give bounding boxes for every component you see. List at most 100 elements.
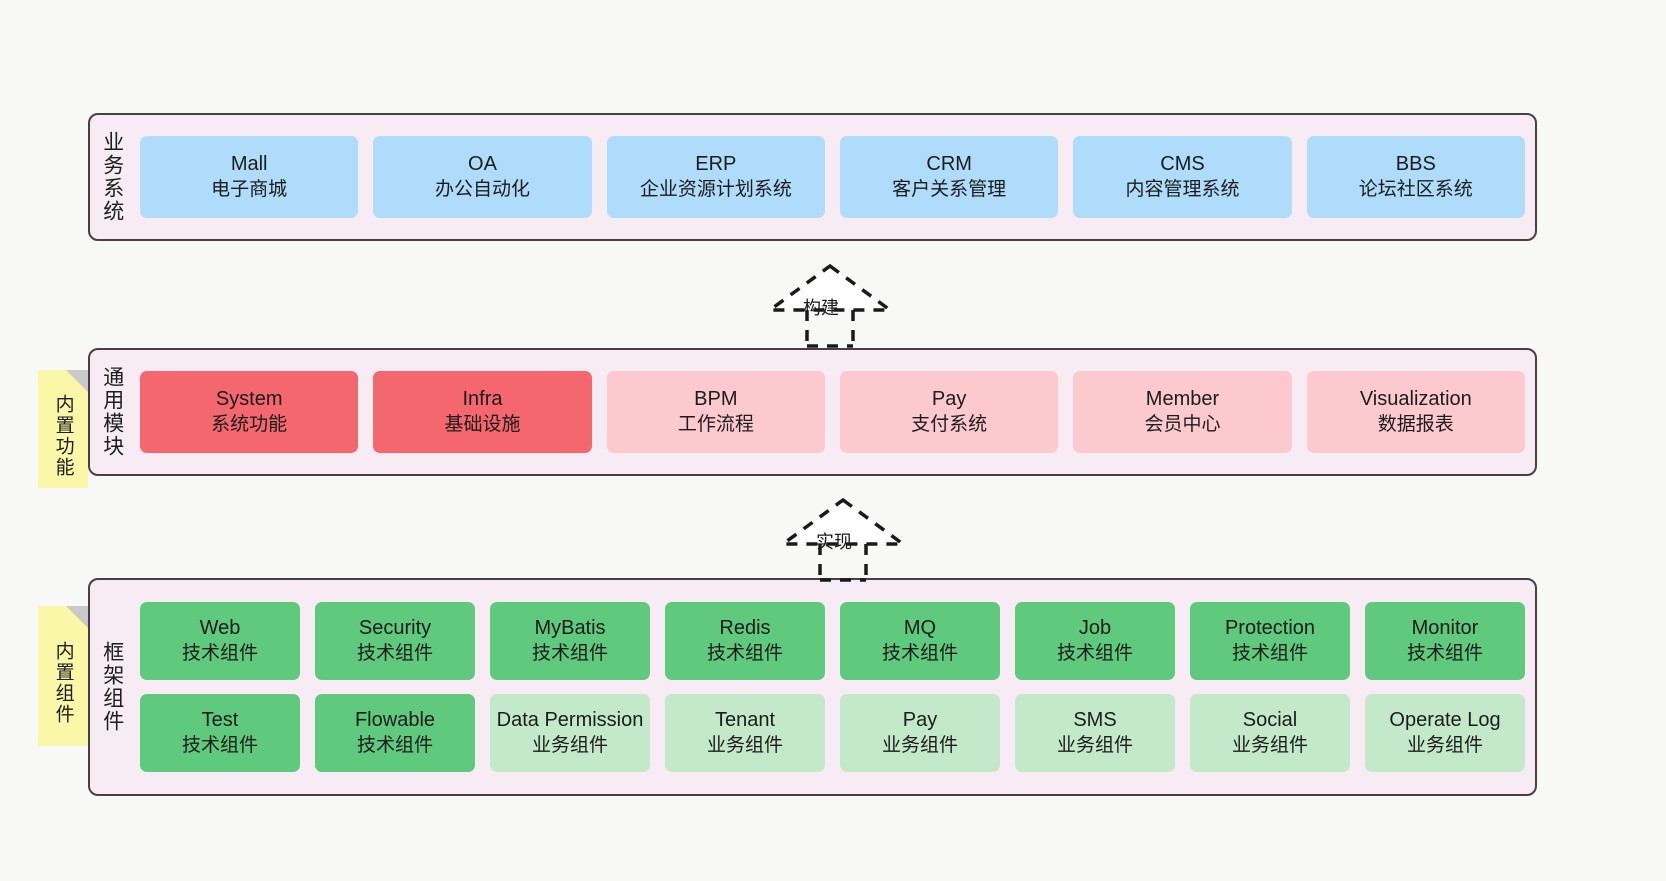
card-pay-module-title: Pay <box>931 388 967 411</box>
card-web-subtitle: 技术组件 <box>181 642 258 664</box>
card-bpm[interactable]: BPM 工作流程 <box>606 371 825 453</box>
connector-build-arrow <box>764 263 896 348</box>
card-bpm-subtitle: 工作流程 <box>677 413 754 435</box>
card-erp[interactable]: ERP 企业资源计划系统 <box>606 136 825 218</box>
card-mybatis-subtitle: 技术组件 <box>531 642 608 664</box>
card-tenant-title: Tenant <box>714 709 776 732</box>
card-bbs[interactable]: BBS 论坛社区系统 <box>1306 136 1525 218</box>
card-monitor-title: Monitor <box>1411 617 1479 640</box>
card-protection-subtitle: 技术组件 <box>1231 642 1308 664</box>
card-data-permission[interactable]: Data Permission 业务组件 <box>490 694 650 772</box>
card-mybatis[interactable]: MyBatis 技术组件 <box>490 602 650 680</box>
card-bbs-subtitle: 论坛社区系统 <box>1358 178 1473 200</box>
card-data-permission-subtitle: 业务组件 <box>531 734 608 756</box>
card-flowable[interactable]: Flowable 技术组件 <box>315 694 475 772</box>
card-cms-title: CMS <box>1160 153 1205 176</box>
layer-common-modules-body: System 系统功能 Infra 基础设施 BPM 工作流程 Pay 支付系统… <box>134 350 1535 474</box>
layer-business-systems-body: Mall 电子商城 OA 办公自动化 ERP 企业资源计划系统 CRM 客户关系… <box>134 115 1535 239</box>
card-pay-module[interactable]: Pay 支付系统 <box>839 371 1059 453</box>
card-system-subtitle: 系统功能 <box>211 413 288 435</box>
card-oa[interactable]: OA 办公自动化 <box>373 136 592 218</box>
card-visualization-subtitle: 数据报表 <box>1377 413 1454 435</box>
framework-business-row: Test 技术组件 Flowable 技术组件 Data Permission … <box>140 694 1525 772</box>
card-job-subtitle: 技术组件 <box>1056 642 1133 664</box>
card-data-permission-title: Data Permission <box>496 709 644 732</box>
note-builtin-component-text: 内置组件 <box>52 641 74 725</box>
card-operate-log-subtitle: 业务组件 <box>1406 734 1483 756</box>
card-visualization[interactable]: Visualization 数据报表 <box>1306 371 1525 453</box>
card-operate-log[interactable]: Operate Log 业务组件 <box>1365 694 1525 772</box>
card-crm-subtitle: 客户关系管理 <box>892 178 1007 200</box>
layer-common-modules[interactable]: 通用模块 System 系统功能 Infra 基础设施 BPM 工作流程 Pay… <box>88 348 1537 476</box>
card-job[interactable]: Job 技术组件 <box>1015 602 1175 680</box>
card-pay-component-title: Pay <box>902 709 938 732</box>
card-security-subtitle: 技术组件 <box>356 642 433 664</box>
card-pay-module-subtitle: 支付系统 <box>911 413 988 435</box>
card-test[interactable]: Test 技术组件 <box>140 694 300 772</box>
card-test-subtitle: 技术组件 <box>181 734 258 756</box>
card-crm[interactable]: CRM 客户关系管理 <box>839 136 1059 218</box>
card-sms-title: SMS <box>1073 709 1117 732</box>
card-erp-subtitle: 企业资源计划系统 <box>639 178 792 200</box>
card-social-subtitle: 业务组件 <box>1231 734 1308 756</box>
card-erp-title: ERP <box>695 153 737 176</box>
connector-implement: 实现 <box>768 492 918 582</box>
card-sms[interactable]: SMS 业务组件 <box>1015 694 1175 772</box>
card-redis-subtitle: 技术组件 <box>706 642 783 664</box>
card-member[interactable]: Member 会员中心 <box>1073 371 1292 453</box>
card-system-title: System <box>215 388 283 411</box>
card-flowable-subtitle: 技术组件 <box>356 734 433 756</box>
note-builtin-function: 内置功能 <box>38 370 88 488</box>
card-web[interactable]: Web 技术组件 <box>140 602 300 680</box>
card-tenant-subtitle: 业务组件 <box>706 734 783 756</box>
card-mq-subtitle: 技术组件 <box>881 642 958 664</box>
card-pay-component-subtitle: 业务组件 <box>881 734 958 756</box>
card-visualization-title: Visualization <box>1359 388 1472 411</box>
layer-common-modules-label: 通用模块 <box>100 366 124 458</box>
card-security-title: Security <box>358 617 432 640</box>
card-oa-title: OA <box>468 153 497 176</box>
note-fold-corner-icon <box>66 606 88 628</box>
card-test-title: Test <box>201 709 239 732</box>
card-operate-log-title: Operate Log <box>1389 709 1501 732</box>
card-bpm-title: BPM <box>694 388 738 411</box>
card-sms-subtitle: 业务组件 <box>1056 734 1133 756</box>
note-fold-corner-icon <box>66 370 88 392</box>
card-protection[interactable]: Protection 技术组件 <box>1190 602 1350 680</box>
card-mq[interactable]: MQ 技术组件 <box>840 602 1000 680</box>
card-infra-title: Infra <box>462 388 503 411</box>
card-job-title: Job <box>1078 617 1112 640</box>
card-crm-title: CRM <box>926 153 972 176</box>
card-member-subtitle: 会员中心 <box>1144 413 1221 435</box>
layer-business-systems[interactable]: 业务系统 Mall 电子商城 OA 办公自动化 ERP 企业资源计划系统 CRM… <box>88 113 1537 241</box>
note-builtin-function-text: 内置功能 <box>52 394 74 478</box>
card-system[interactable]: System 系统功能 <box>140 371 359 453</box>
card-redis-title: Redis <box>719 617 771 640</box>
layer-framework-components-body: Web 技术组件 Security 技术组件 MyBatis 技术组件 Redi… <box>134 580 1535 794</box>
card-tenant[interactable]: Tenant 业务组件 <box>665 694 825 772</box>
connector-build: 构建 <box>755 258 905 348</box>
common-modules-row: System 系统功能 Infra 基础设施 BPM 工作流程 Pay 支付系统… <box>140 371 1525 453</box>
card-mall[interactable]: Mall 电子商城 <box>140 136 359 218</box>
connector-implement-arrow <box>777 497 909 582</box>
card-bbs-title: BBS <box>1395 153 1436 176</box>
layer-business-systems-label: 业务系统 <box>100 131 124 223</box>
card-web-title: Web <box>199 617 241 640</box>
card-redis[interactable]: Redis 技术组件 <box>665 602 825 680</box>
card-flowable-title: Flowable <box>354 709 436 732</box>
card-infra[interactable]: Infra 基础设施 <box>373 371 592 453</box>
card-cms[interactable]: CMS 内容管理系统 <box>1073 136 1292 218</box>
connector-implement-label: 实现 <box>816 532 852 552</box>
connector-build-label: 构建 <box>803 298 839 318</box>
card-social-title: Social <box>1242 709 1298 732</box>
card-social[interactable]: Social 业务组件 <box>1190 694 1350 772</box>
card-monitor[interactable]: Monitor 技术组件 <box>1365 602 1525 680</box>
framework-tech-row: Web 技术组件 Security 技术组件 MyBatis 技术组件 Redi… <box>140 602 1525 680</box>
layer-framework-components[interactable]: 框架组件 Web 技术组件 Security 技术组件 MyBatis 技术组件… <box>88 578 1537 796</box>
card-security[interactable]: Security 技术组件 <box>315 602 475 680</box>
card-mybatis-title: MyBatis <box>534 617 606 640</box>
card-infra-subtitle: 基础设施 <box>444 413 521 435</box>
card-mq-title: MQ <box>903 617 937 640</box>
card-monitor-subtitle: 技术组件 <box>1406 642 1483 664</box>
card-pay-component[interactable]: Pay 业务组件 <box>840 694 1000 772</box>
